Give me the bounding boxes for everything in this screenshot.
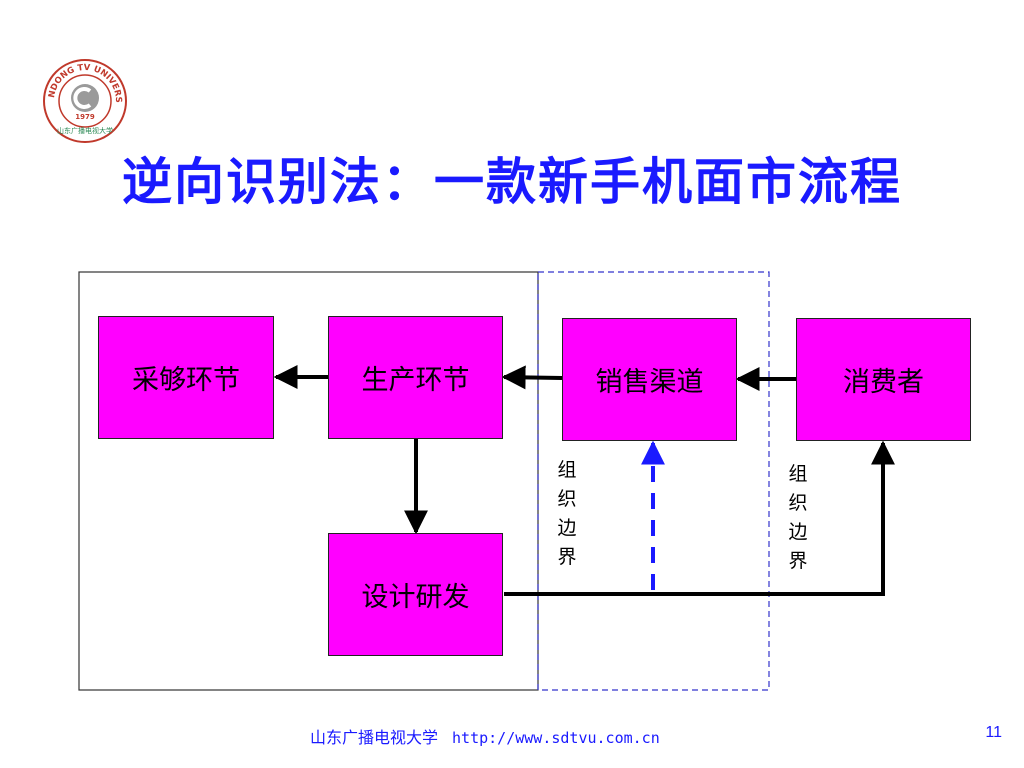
page-title: 逆向识别法：一款新手机面市流程 (122, 152, 902, 211)
consumer-box: 消费者 (796, 318, 971, 441)
svg-text:山东广播电视大学: 山东广播电视大学 (57, 126, 113, 135)
arrow-rnd-to-consumer (504, 440, 895, 596)
university-seal-icon: SHANDONG TV UNIVERSITY 1979 山东广播电视大学 (42, 58, 127, 143)
boundary-label-left: 组 织 边 界 (557, 459, 577, 568)
rnd-box: 设计研发 (328, 533, 503, 656)
organization-region (78, 271, 539, 691)
footer: 山东广播电视大学 http://www.sdtvu.com.cn (310, 724, 660, 748)
page-number: 11 (985, 724, 1002, 741)
channel-boundary-region (537, 271, 770, 691)
boundary-label-right: 组 织 边 界 (788, 463, 808, 572)
svg-text:1979: 1979 (75, 113, 95, 121)
procurement-box: 采够环节 (98, 316, 274, 439)
sales-channel-box: 销售渠道 (562, 318, 737, 441)
arrow-sales-to-production (501, 365, 563, 390)
production-box: 生产环节 (328, 316, 503, 439)
footer-url: http://www.sdtvu.com.cn (452, 729, 660, 747)
footer-org: 山东广播电视大学 (310, 728, 439, 747)
